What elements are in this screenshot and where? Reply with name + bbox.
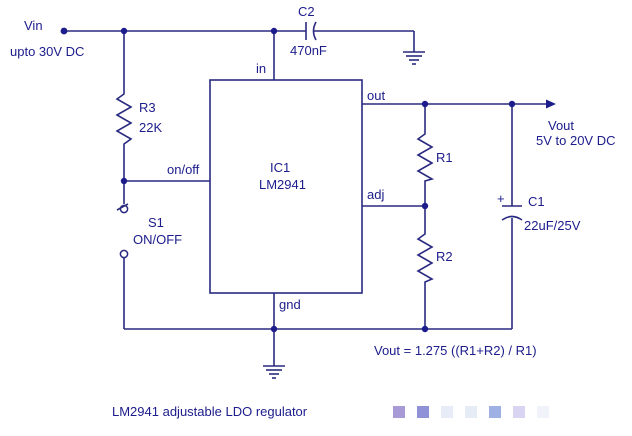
r1-resistor [416,130,435,183]
vin-label: Vin [24,18,43,33]
vin-range-label: upto 30V DC [10,44,84,59]
wires [64,30,548,366]
color-swatch [393,406,405,418]
s1-switch[interactable] [116,203,129,259]
r3-resistor [115,90,133,148]
color-swatch [489,406,501,418]
vout-arrow-icon [546,99,556,109]
color-swatch [417,406,429,418]
color-swatch [513,406,525,418]
vout-label: Vout [548,118,574,133]
ground-icon [403,51,425,65]
ic1-block [209,79,363,294]
pin-adj-label: adj [367,187,384,202]
decorative-swatches [393,406,549,418]
r2-resistor [416,230,434,284]
r1-name: R1 [436,150,453,165]
ic1-designator: IC1 [270,160,290,175]
diagram-caption: LM2941 adjustable LDO regulator [112,404,308,419]
pin-gnd-label: gnd [279,297,301,312]
vout-formula: Vout = 1.275 ((R1+R2) / R1) [374,343,537,358]
r3-value: 22K [139,120,162,135]
ground-icon [263,365,285,379]
color-swatch [465,406,477,418]
junctions [120,27,516,333]
c1-value: 22uF/25V [524,218,581,233]
r2-name: R2 [436,249,453,264]
s1-name: S1 [148,215,164,230]
color-swatch [537,406,549,418]
pin-out-label: out [367,88,385,103]
vout-range-label: 5V to 20V DC [536,133,616,148]
s1-value: ON/OFF [133,232,182,247]
c2-capacitor [305,21,317,41]
color-swatch [441,406,453,418]
ic1-part-number: LM2941 [259,177,306,192]
c1-polarity: + [497,191,505,206]
c2-value: 470nF [290,43,327,58]
vin-terminal [60,27,68,35]
pin-on-off-label: on/off [167,162,200,177]
r3-name: R3 [139,100,156,115]
c1-capacitor [501,205,523,221]
c2-name: C2 [298,4,315,19]
c1-name: C1 [528,194,545,209]
pin-in-label: in [256,61,266,76]
